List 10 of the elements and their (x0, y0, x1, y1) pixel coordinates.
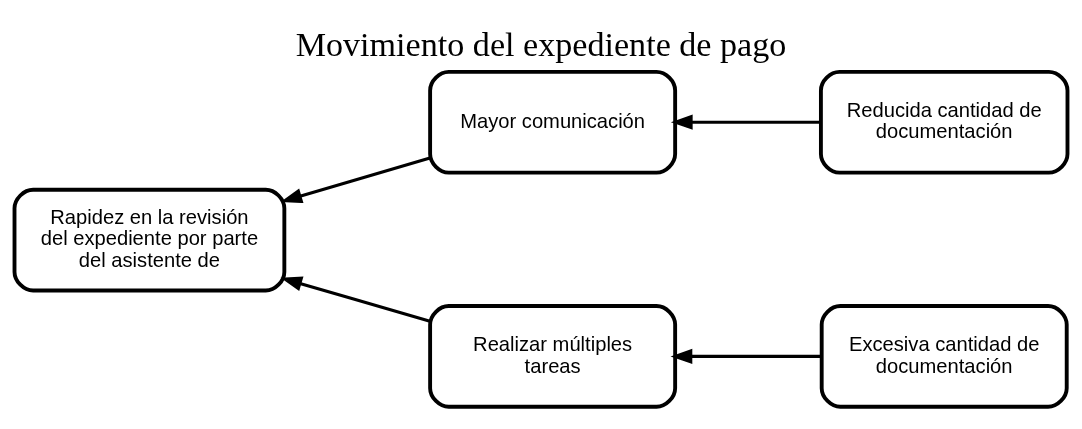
arrow (280, 156, 431, 204)
arrow (670, 114, 821, 130)
node-box: Realizar múltiples tareas (428, 304, 678, 409)
node-box: Excesiva cantidad de documentación (819, 304, 1069, 409)
arrow (280, 276, 431, 323)
node-box: Rapidez en la revisión del expediente por parte del asistente de (12, 187, 287, 293)
node-box: Mayor comunicación (428, 69, 678, 175)
diagram-title: Movimiento del expediente de pago (295, 25, 787, 63)
arrow (670, 348, 822, 364)
node-box: Reducida cantidad de documentación (818, 69, 1070, 175)
